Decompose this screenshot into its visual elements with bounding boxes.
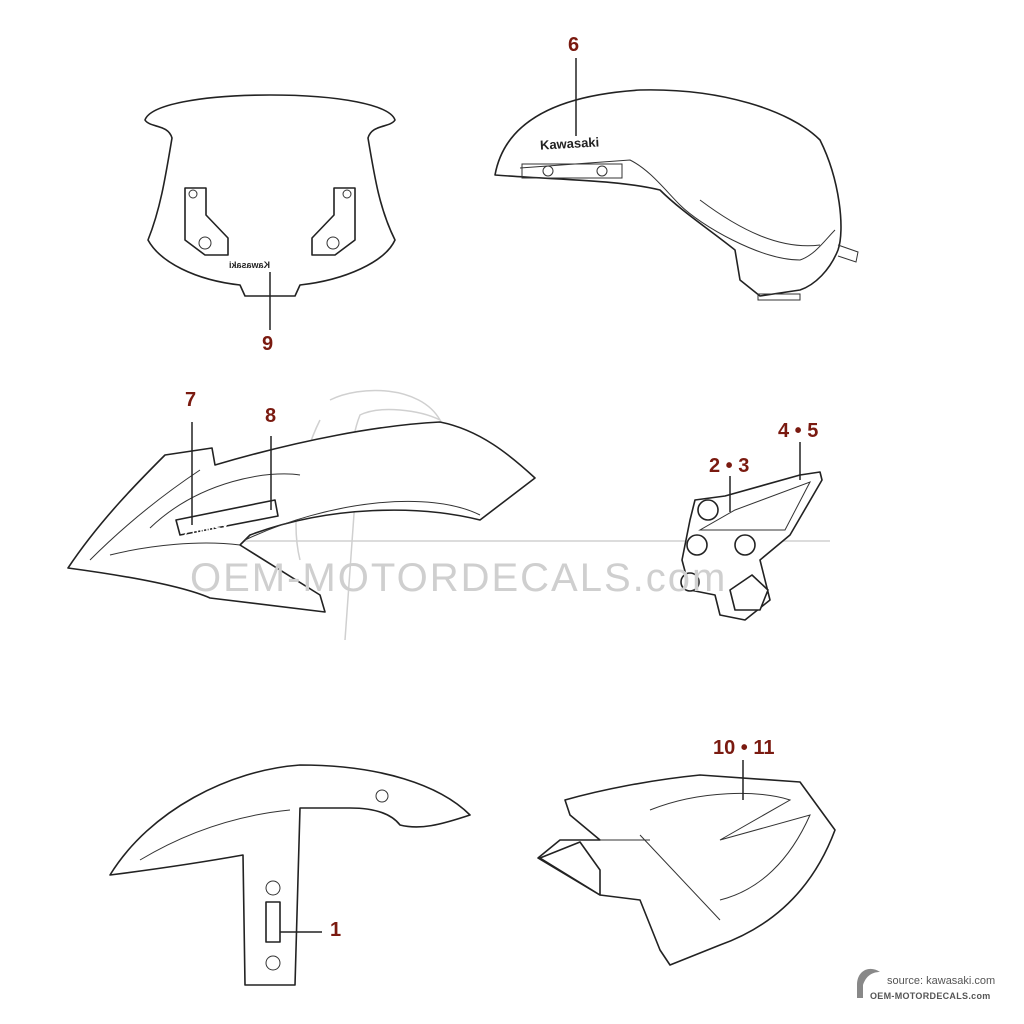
- side-fairing-part: Z1000SX: [67, 421, 536, 613]
- callout-9: 9: [262, 333, 274, 355]
- watermark: OEM-MOTORDECALS.com: [190, 556, 728, 600]
- site-credit: OEM-MOTORDECALS.com: [870, 991, 991, 1001]
- fuel-tank-part: Kawasaki: [494, 58, 859, 301]
- windshield-part: Kawasaki: [144, 94, 396, 330]
- callout-6: 6: [568, 34, 580, 56]
- callout-7: 7: [185, 389, 197, 411]
- footer-bird-logo: [857, 968, 880, 998]
- source-credit: source: kawasaki.com: [887, 975, 996, 987]
- callout-2-3: 2 • 3: [709, 455, 750, 477]
- callout-8: 8: [265, 405, 277, 427]
- callout-10-11: 10 • 11: [713, 737, 775, 759]
- kawasaki-decal-mirrored: Kawasaki: [229, 260, 270, 270]
- callout-1: 1: [330, 919, 342, 941]
- kawasaki-tank-decal: Kawasaki: [540, 134, 600, 152]
- bracket-part: [680, 442, 823, 621]
- lower-cowl-part: [537, 760, 836, 966]
- front-fender-part: [109, 764, 471, 986]
- callout-4-5: 4 • 5: [778, 420, 819, 442]
